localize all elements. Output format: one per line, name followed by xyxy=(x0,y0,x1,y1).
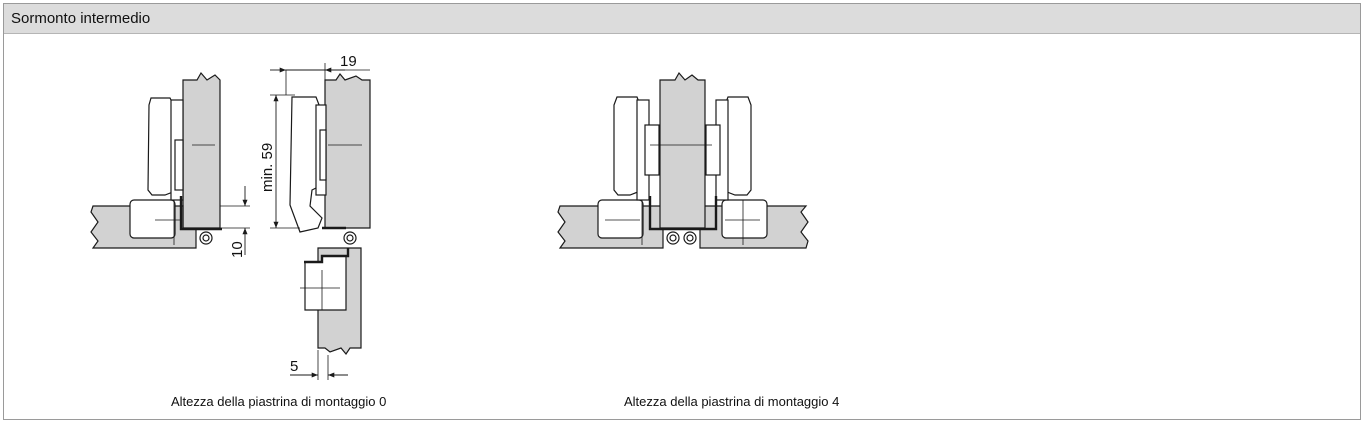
hinge-cup xyxy=(129,199,176,239)
dimension-offset-label: 5 xyxy=(290,358,298,375)
figure-2-caption: Altezza della piastrina di montaggio 4 xyxy=(624,394,840,409)
figure-2-hinge-drawing xyxy=(557,71,809,249)
upper-door-panel xyxy=(324,72,371,229)
center-door-panel xyxy=(659,71,706,229)
panel-title: Sormonto intermedio xyxy=(11,10,151,27)
dimension-height-label: min. 59 xyxy=(259,143,276,192)
dimension-gap-label: 10 xyxy=(229,241,246,258)
hinge-pivot xyxy=(199,231,213,245)
door-panel xyxy=(182,71,221,229)
figure-1-hinge-drawing xyxy=(90,71,250,255)
figure-1-caption: Altezza della piastrina di montaggio 0 xyxy=(171,394,387,409)
figure-1b-hinge-drawing xyxy=(270,63,371,380)
diagram-panel: Sormonto intermedio xyxy=(3,3,1361,420)
panel-header: Sormonto intermedio xyxy=(4,4,1360,34)
dimension-top-width-label: 19 xyxy=(340,53,357,70)
